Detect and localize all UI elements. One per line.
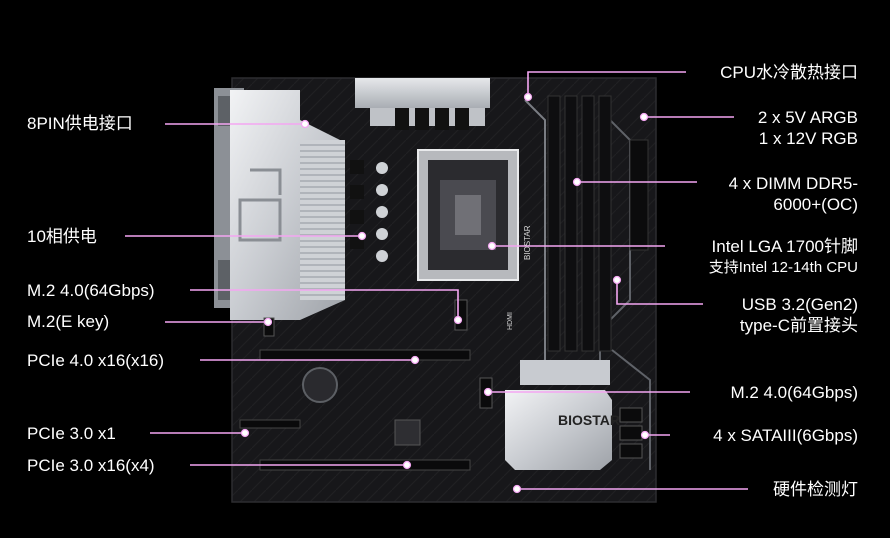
brand-text-pcb: BIOSTAR [523, 225, 532, 260]
dimm-slots [547, 95, 612, 352]
label-pcie16-text: PCIe 4.0 x16(x16) [27, 351, 165, 370]
hdmi-text: HDMI [507, 312, 514, 330]
label-cpufan: CPU水冷散热接口 [720, 62, 858, 83]
label-vrm: 10相供电 [27, 226, 97, 247]
label-dimm-text-1: 4 x DIMM DDR5- [728, 174, 858, 193]
label-sata-text: 4 x SATAIII(6Gbps) [713, 426, 858, 445]
label-usbc-text-2: type-C前置接头 [739, 316, 858, 335]
callout-dimm-dot [572, 177, 582, 187]
label-pcie16: PCIe 4.0 x16(x16) [27, 350, 164, 371]
label-usbc-text-1: USB 3.2(Gen2) [741, 295, 858, 314]
sata-ports [619, 407, 643, 459]
callout-m2e-dot [263, 317, 273, 327]
brand-text-heatsink: BIOSTAR [558, 412, 620, 428]
label-pcie4-text: PCIe 3.0 x16(x4) [27, 456, 155, 475]
callout-m2a-line [190, 289, 459, 320]
label-cpu-text-2: 支持Intel 12-14th CPU [708, 259, 858, 276]
callouts [125, 71, 748, 490]
callout-cpu-dot [487, 241, 497, 251]
label-argb: 2 x 5V ARGB 1 x 12V RGB [758, 107, 858, 149]
callout-cpufan-line [527, 71, 686, 97]
callout-pcie16-dot [410, 355, 420, 365]
label-8pin: 8PIN供电接口 [27, 113, 133, 134]
label-vrm-text: 10相供电 [27, 227, 97, 246]
label-m2a-text: M.2 4.0(64Gbps) [27, 281, 155, 300]
label-m2a: M.2 4.0(64Gbps) [27, 280, 155, 301]
callout-m2a-dot [453, 315, 463, 325]
label-m2b: M.2 4.0(64Gbps) [730, 382, 858, 403]
label-cpufan-text: CPU水冷散热接口 [720, 63, 858, 82]
cmos-battery [302, 367, 338, 403]
callout-pcie4-dot [402, 460, 412, 470]
label-8pin-text: 8PIN供电接口 [27, 114, 133, 133]
label-sata: 4 x SATAIII(6Gbps) [713, 425, 858, 446]
cpu-socket [417, 149, 519, 281]
callout-sata-dot [640, 430, 650, 440]
label-dimm-text-2: 6000+(OC) [773, 195, 858, 214]
label-led: 硬件检测灯 [773, 479, 858, 500]
callout-8pin-dot [300, 119, 310, 129]
chipset-heatsink [505, 360, 612, 470]
io-chip [394, 419, 421, 446]
callout-pcie1-dot [240, 428, 250, 438]
callout-usbc-line [616, 280, 703, 305]
atx-connector [629, 139, 649, 251]
label-cpu-text-1: Intel LGA 1700针脚 [711, 237, 858, 256]
label-led-text: 硬件检测灯 [773, 480, 858, 499]
callout-usbc-dot [612, 275, 622, 285]
label-m2b-text: M.2 4.0(64Gbps) [730, 383, 858, 402]
label-argb-text-1: 2 x 5V ARGB [757, 108, 858, 127]
label-cpu: Intel LGA 1700针脚 支持Intel 12-14th CPU [709, 236, 858, 278]
callout-m2b-dot [483, 387, 493, 397]
label-argb-text-2: 1 x 12V RGB [758, 129, 858, 148]
label-pcie1-text: PCIe 3.0 x1 [27, 424, 116, 443]
label-dimm: 4 x DIMM DDR5- 6000+(OC) [729, 173, 858, 215]
label-m2e-text: M.2(E key) [27, 312, 110, 331]
callout-cpufan-dot [523, 92, 533, 102]
callout-vrm-dot [357, 231, 367, 241]
callout-dots [240, 92, 650, 494]
label-m2e: M.2(E key) [27, 311, 109, 332]
callout-led-dot [512, 484, 522, 494]
label-usbc: USB 3.2(Gen2) type-C前置接头 [740, 294, 858, 336]
label-pcie4: PCIe 3.0 x16(x4) [27, 455, 155, 476]
vrm-chokes [350, 108, 469, 262]
label-pcie1: PCIe 3.0 x1 [27, 423, 116, 444]
callout-argb-dot [639, 112, 649, 122]
